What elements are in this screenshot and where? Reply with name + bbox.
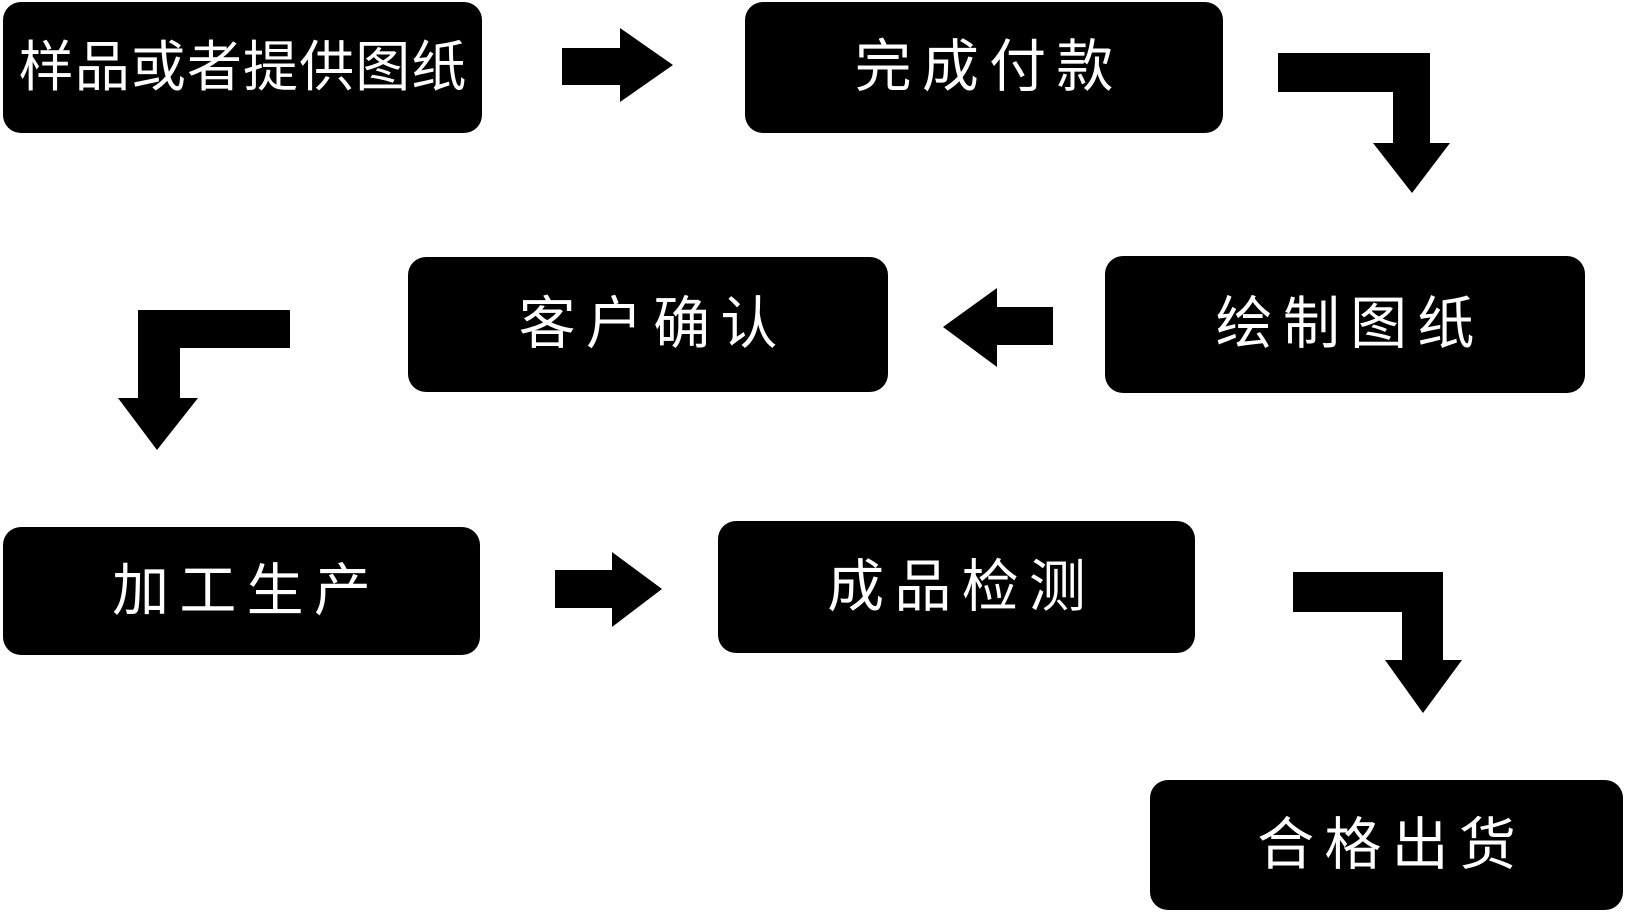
flow-step-label: 客户确认 — [518, 292, 788, 356]
flow-step-label: 完成付款 — [854, 35, 1124, 99]
flow-step-qualified-shipment: 合格出货 — [1150, 780, 1623, 910]
arrow-right-production-to-inspection-icon — [555, 552, 662, 627]
flow-step-customer-confirmation: 客户确认 — [408, 257, 888, 392]
flow-step-draw-drawings: 绘制图纸 — [1105, 256, 1585, 393]
flow-step-label: 加工生产 — [112, 558, 382, 623]
flow-step-processing-production: 加工生产 — [3, 527, 480, 655]
flow-step-label: 成品检测 — [827, 554, 1097, 619]
flow-step-sample-or-drawing: 样品或者提供图纸 — [3, 2, 482, 133]
flow-step-label: 样品或者提供图纸 — [18, 36, 468, 98]
arrow-left-drawing-to-confirm-icon — [943, 288, 1053, 367]
arrow-right-sample-to-payment-icon — [562, 28, 673, 102]
arrow-corner-down-confirm-to-production-icon — [118, 310, 290, 450]
flow-step-label: 合格出货 — [1257, 812, 1527, 877]
arrow-corner-down-payment-to-drawing-icon — [1278, 53, 1450, 193]
arrow-corner-down-inspection-to-shipment-icon — [1293, 572, 1462, 713]
flow-step-finished-product-inspection: 成品检测 — [718, 521, 1195, 653]
flow-step-complete-payment: 完成付款 — [745, 2, 1223, 133]
flow-step-label: 绘制图纸 — [1215, 292, 1485, 356]
